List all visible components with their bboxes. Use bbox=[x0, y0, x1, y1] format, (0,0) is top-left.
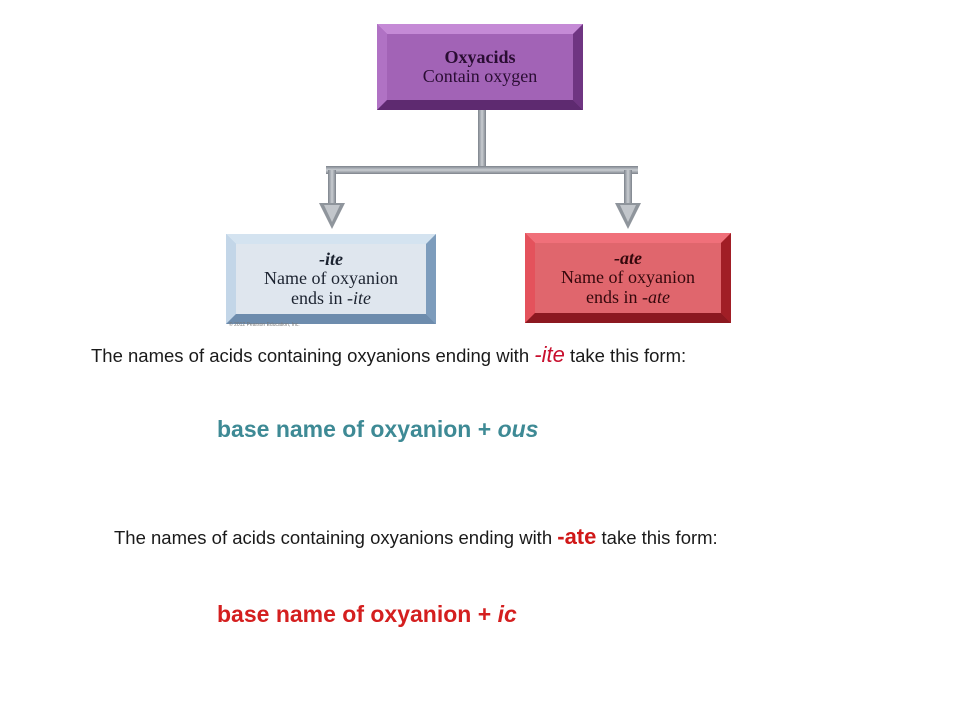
ite-heading: -ite bbox=[319, 248, 343, 269]
ous-formula-ending: ous bbox=[497, 416, 539, 442]
ite-rule-text-after: take this form: bbox=[564, 345, 687, 366]
ic-formula: base name of oxyanion + ic bbox=[217, 601, 517, 628]
connector-right-drop bbox=[624, 170, 632, 210]
bevel-frame bbox=[226, 234, 436, 324]
ite-line2: ends in -ite bbox=[264, 287, 398, 308]
bevel-frame bbox=[525, 233, 731, 323]
ate-rule-text-after: take this form: bbox=[596, 527, 718, 548]
oxyacids-box: Oxyacids Contain oxygen bbox=[377, 24, 583, 110]
ate-line2-prefix: ends in bbox=[586, 286, 642, 307]
ite-line1: Name of oxyanion bbox=[264, 268, 398, 289]
ite-rule-suffix: -ite bbox=[534, 342, 565, 367]
ate-line2-suffix: -ate bbox=[642, 286, 670, 307]
connector-bar bbox=[326, 166, 638, 174]
ic-formula-base: base name of oxyanion + bbox=[217, 601, 498, 627]
ate-box: -ate Name of oxyanion ends in -ate bbox=[525, 233, 731, 323]
connector-left-drop bbox=[328, 170, 336, 210]
diagram-connectors bbox=[319, 110, 641, 229]
ous-formula-base: base name of oxyanion + bbox=[217, 416, 498, 442]
ate-rule-text-before: The names of acids containing oxyanions … bbox=[114, 527, 558, 548]
ite-line2-prefix: ends in bbox=[291, 287, 347, 308]
ate-line2: ends in -ate bbox=[561, 286, 695, 307]
oxyacid-diagram: Oxyacids Contain oxygen -ite Name of oxy… bbox=[0, 0, 960, 340]
oxyacids-description: Contain oxygen bbox=[422, 66, 538, 86]
ate-rule-suffix: -ate bbox=[557, 524, 597, 549]
ous-formula: base name of oxyanion + ous bbox=[217, 416, 538, 443]
copyright-notice: © 2012 Pearson Education, Inc. bbox=[229, 322, 300, 328]
ite-box: -ite Name of oxyanion ends in -ite bbox=[226, 234, 436, 324]
oxyacids-heading: Oxyacids bbox=[444, 46, 516, 67]
ite-rule-text: The names of acids containing oxyanions … bbox=[91, 341, 811, 368]
bevel-frame bbox=[377, 24, 583, 110]
ite-line2-suffix: -ite bbox=[347, 287, 371, 308]
ate-heading: -ate bbox=[614, 247, 642, 268]
connector-stem bbox=[478, 110, 486, 168]
ic-formula-ending: ic bbox=[497, 601, 517, 627]
ate-rule-text: The names of acids containing oxyanions … bbox=[114, 523, 804, 550]
ate-line1: Name of oxyanion bbox=[561, 267, 695, 288]
ite-rule-text-before: The names of acids containing oxyanions … bbox=[91, 345, 535, 366]
